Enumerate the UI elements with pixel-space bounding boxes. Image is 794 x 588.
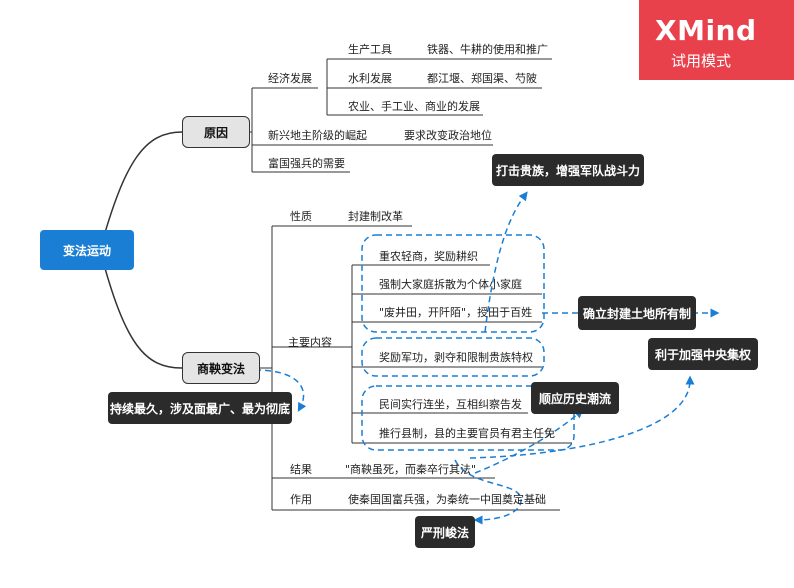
callout-trend[interactable]: 顺应历史潮流: [531, 382, 619, 414]
label-landlord[interactable]: 新兴地主阶级的崛起: [268, 129, 367, 142]
topic-reform[interactable]: 商鞅变法: [182, 352, 260, 384]
callout-land-private[interactable]: 确立封建土地所有制: [578, 296, 696, 330]
label-nature-detail[interactable]: 封建制改革: [348, 210, 403, 223]
content-item[interactable]: 推行县制，县的主要官员有君主任免: [379, 427, 555, 440]
label-result-detail[interactable]: "商鞅虽死，而秦卒行其法": [345, 463, 477, 476]
label-content[interactable]: 主要内容: [288, 336, 332, 349]
label-water-detail[interactable]: 都江堰、郑国渠、芍陂: [427, 72, 537, 85]
topic-causes[interactable]: 原因: [182, 116, 250, 148]
root-topic[interactable]: 变法运动: [40, 230, 134, 270]
arrow-to-thorough: [254, 369, 307, 412]
watermark-brand: XMind: [655, 14, 757, 47]
callout-harsh[interactable]: 严刑峻法: [415, 516, 475, 548]
label-industry[interactable]: 农业、手工业、商业的发展: [348, 100, 480, 113]
bracket-causes: [250, 88, 253, 172]
arrow-to-harsh: [454, 459, 522, 525]
callout-thorough[interactable]: 持续最久，涉及面最广、最为彻底: [108, 392, 292, 424]
group-agri-box: [361, 234, 545, 333]
label-effect[interactable]: 作用: [290, 493, 312, 506]
label-result[interactable]: 结果: [290, 463, 312, 476]
label-effect-detail[interactable]: 使秦国国富兵强，为秦统一中国奠定基础: [348, 493, 546, 506]
label-water[interactable]: 水利发展: [348, 72, 392, 85]
xmind-trial-watermark: XMind 试用模式: [639, 0, 794, 80]
arrow-to-trend: [474, 408, 584, 474]
label-economic[interactable]: 经济发展: [268, 72, 312, 85]
label-nature[interactable]: 性质: [290, 210, 312, 223]
label-production-tools[interactable]: 生产工具: [348, 43, 392, 56]
label-landlord-detail[interactable]: 要求改变政治地位: [404, 129, 492, 142]
content-item[interactable]: 民间实行连坐，互相纠察告发: [379, 398, 522, 411]
link-root-causes: [99, 131, 183, 251]
label-production-tools-detail[interactable]: 铁器、牛耕的使用和推广: [427, 43, 548, 56]
content-item[interactable]: 强制大家庭拆散为个体小家庭: [379, 278, 522, 291]
content-item[interactable]: 重农轻商，奖励耕织: [379, 250, 478, 263]
group-merit-box: [361, 337, 545, 377]
link-root-reform: [99, 249, 183, 369]
arrow-to-attack-nobles: [484, 191, 528, 333]
watermark-mode: 试用模式: [671, 52, 732, 70]
callout-attack-nobles[interactable]: 打击贵族，增强军队战斗力: [492, 154, 644, 186]
callout-centralize[interactable]: 利于加强中央集权: [648, 338, 758, 370]
content-item[interactable]: "废井田，开阡陌"，授田于百姓: [379, 306, 533, 319]
content-item[interactable]: 奖励军功，剥夺和限制贵族特权: [379, 351, 533, 364]
label-strong[interactable]: 富国强兵的需要: [268, 157, 345, 170]
